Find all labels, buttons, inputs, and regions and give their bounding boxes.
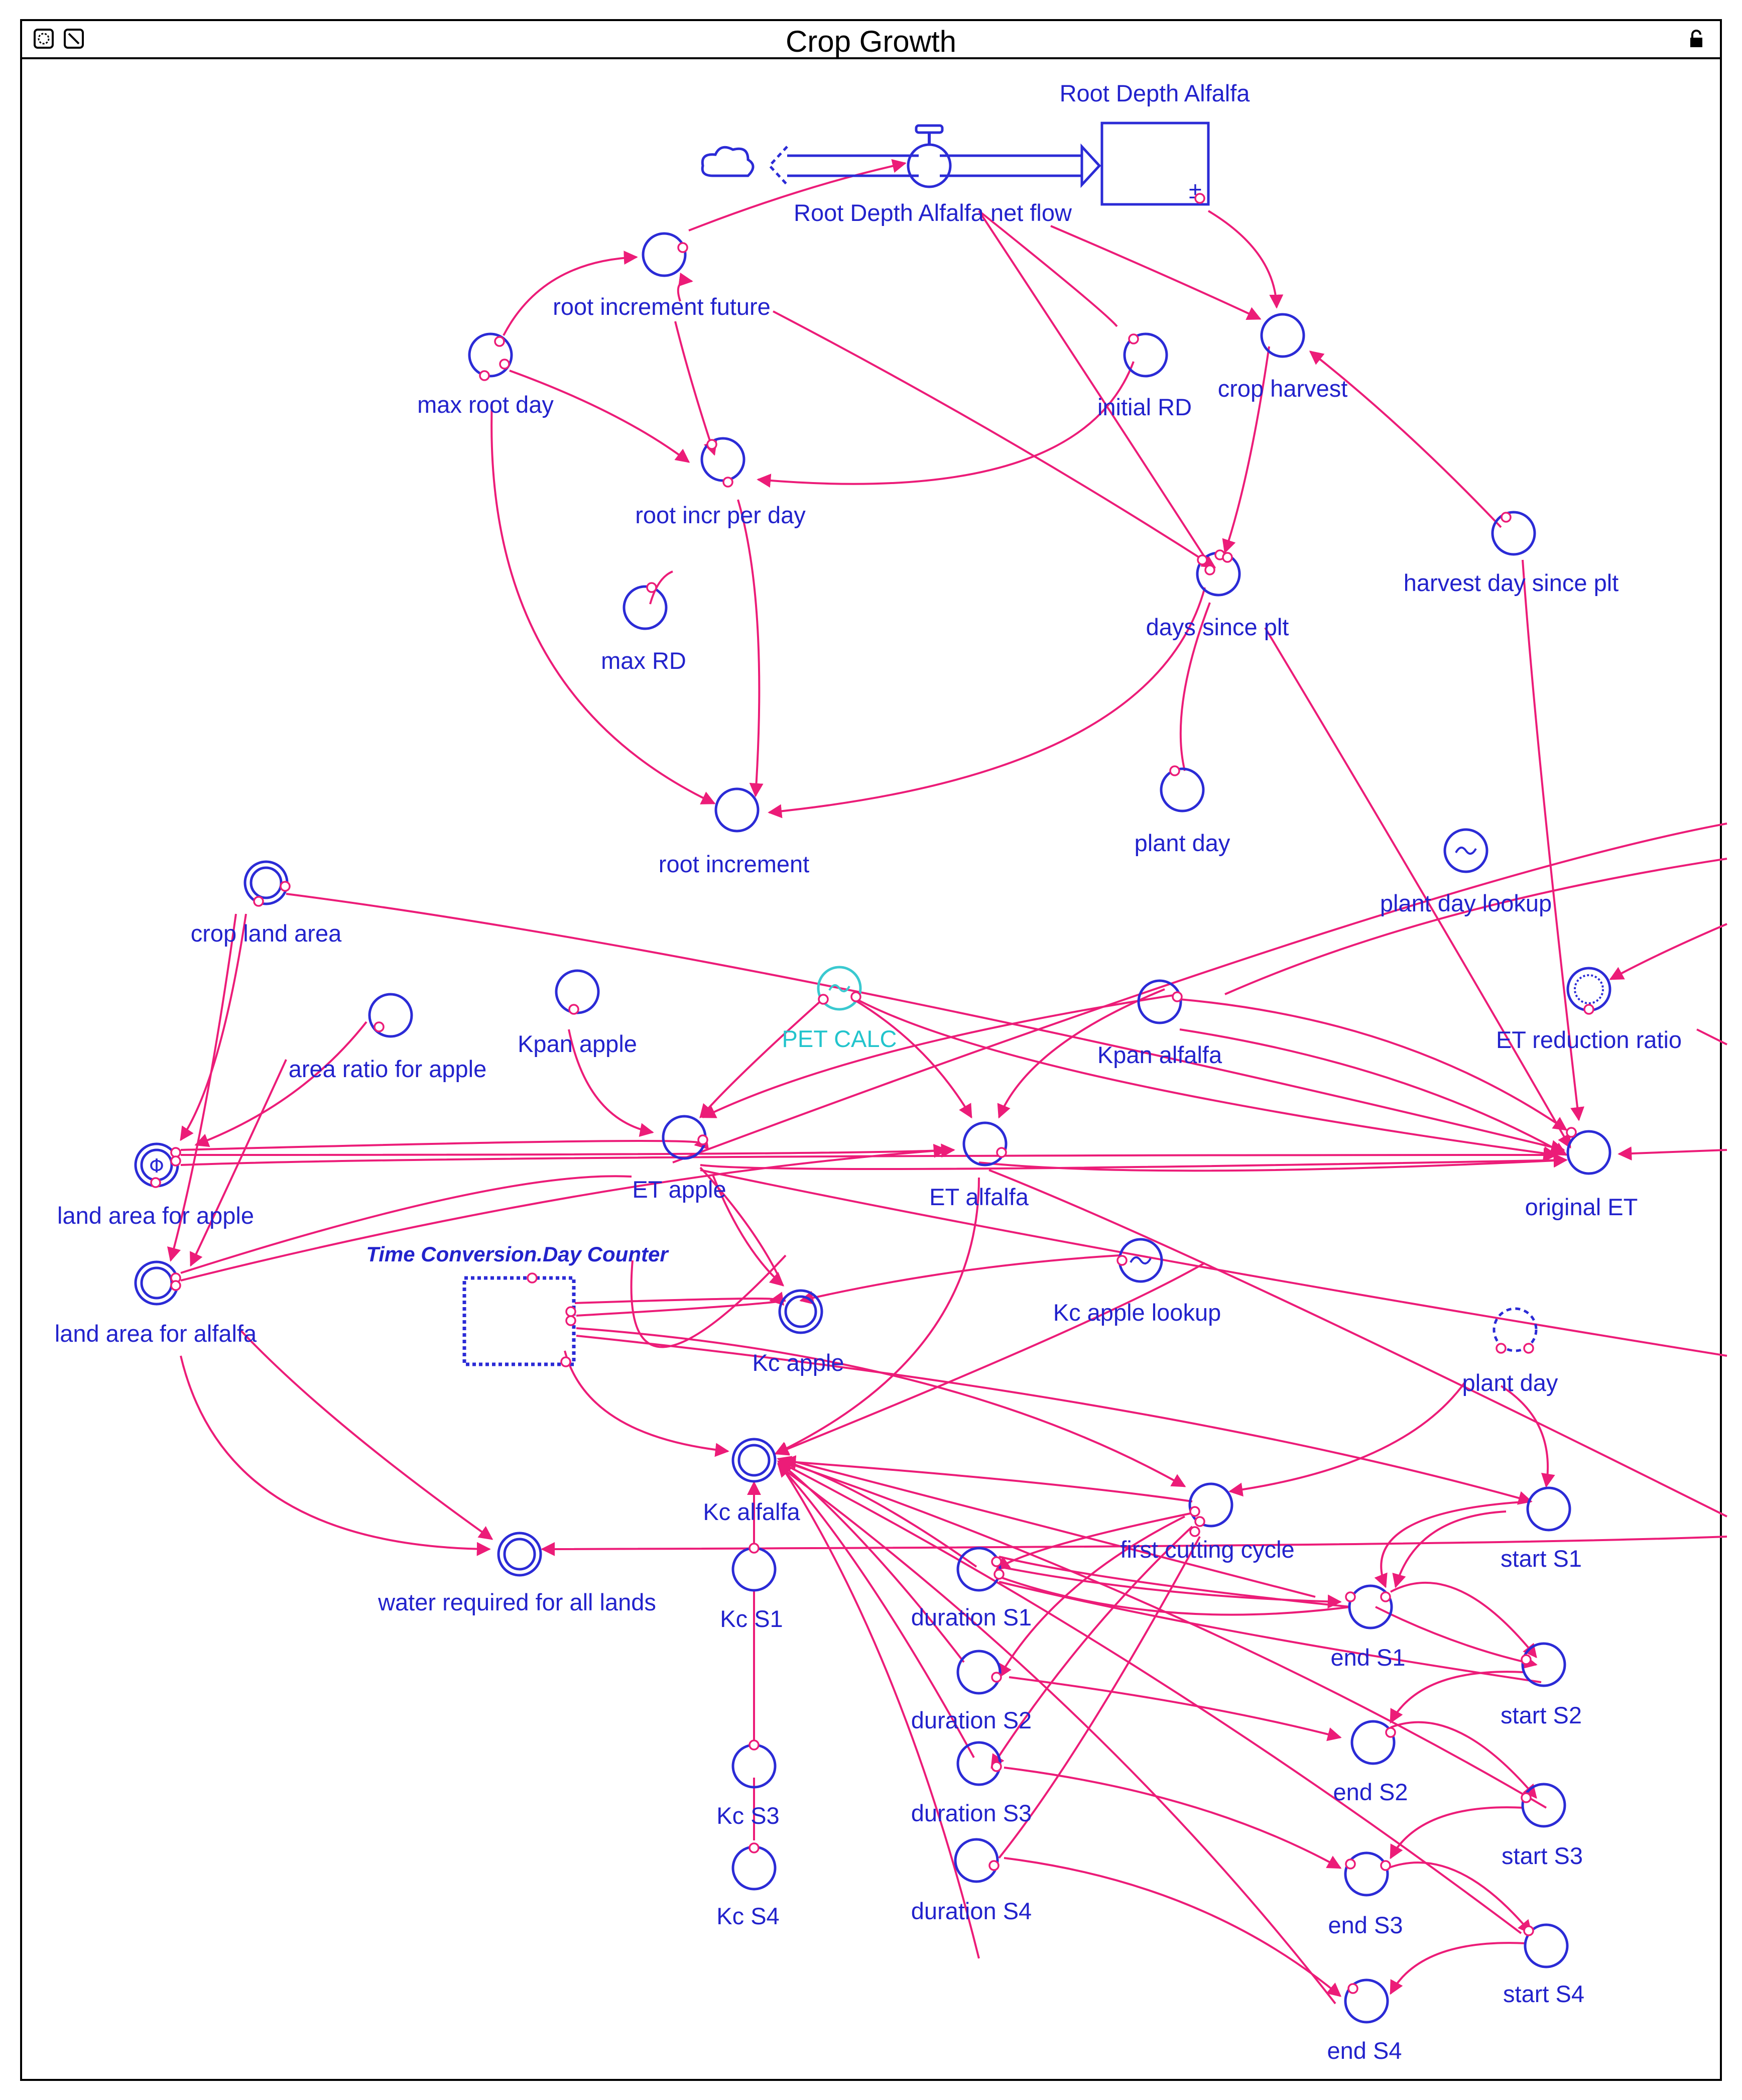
label-kpan-apple: Kpan apple [518, 1030, 637, 1057]
label-area-ratio-for-apple: area ratio for apple [289, 1056, 487, 1082]
node-kc-alfalfa[interactable] [731, 1438, 777, 1483]
label-root-increment: root increment [659, 851, 809, 877]
label-duration-s2: duration S2 [911, 1707, 1032, 1733]
node-plant-day-ghost[interactable] [1492, 1307, 1538, 1352]
node-labels: root increment future max root day root … [55, 293, 1682, 2064]
node-max-root-day[interactable] [468, 332, 513, 378]
converters: Φ [134, 232, 1611, 2024]
window-title: Crop Growth [785, 25, 957, 58]
label-pet-calc: PET CALC [782, 1025, 897, 1052]
label-land-area-for-apple: land area for apple [57, 1202, 254, 1229]
label-root-incr-per-day: root incr per day [635, 502, 806, 528]
node-duration-s2[interactable] [956, 1650, 1002, 1695]
label-days-since-plt: days since plt [1146, 614, 1289, 640]
node-plant-day[interactable] [1160, 767, 1205, 812]
label-end-s2: end S2 [1333, 1779, 1408, 1805]
label-duration-s4: duration S4 [911, 1898, 1032, 1924]
stock-root-depth-alfalfa[interactable] [1100, 122, 1210, 206]
flow-pipe [768, 143, 1101, 188]
window-titlebar: Crop Growth [22, 21, 1720, 59]
settings-icon[interactable] [33, 28, 54, 49]
cloud-source-icon [701, 146, 755, 177]
svg-text:Φ: Φ [149, 1155, 164, 1177]
node-duration-s4[interactable] [954, 1838, 999, 1883]
label-kc-apple-lookup: Kc apple lookup [1053, 1299, 1221, 1326]
node-root-increment[interactable] [714, 787, 760, 833]
label-initial-rd: initial RD [1097, 394, 1192, 420]
graph-icon [1130, 1256, 1152, 1264]
label-max-rd: max RD [601, 647, 686, 674]
label-et-apple: ET apple [632, 1176, 726, 1203]
label-plant-day-lookup: plant day lookup [1380, 890, 1552, 916]
label-harvest-day-since-plt: harvest day since plt [1404, 569, 1619, 596]
label-start-s1: start S1 [1501, 1545, 1582, 1572]
node-harvest-day-since-plt[interactable] [1491, 511, 1536, 556]
label-first-cutting-cycle: first cutting cycle [1120, 1536, 1294, 1563]
node-start-s2[interactable] [1521, 1642, 1566, 1687]
node-duration-s1[interactable] [956, 1547, 1002, 1592]
label-start-s3: start S3 [1502, 1842, 1583, 1869]
node-et-alfalfa[interactable] [962, 1121, 1008, 1166]
label-et-alfalfa: ET alfalfa [929, 1184, 1029, 1210]
node-end-s4[interactable] [1344, 1978, 1389, 2024]
node-end-s2[interactable] [1350, 1720, 1396, 1765]
node-root-increment-future[interactable] [642, 232, 687, 277]
node-start-s1[interactable] [1526, 1486, 1571, 1532]
label-plant-day-2: plant day [1462, 1369, 1558, 1396]
label-kc-s4: Kc S4 [716, 1903, 779, 1929]
label-start-s4: start S4 [1503, 1980, 1584, 2007]
node-initial-rd[interactable] [1123, 332, 1168, 378]
label-root-increment-future: root increment future [553, 293, 771, 320]
links [167, 159, 1727, 2005]
label-water-required: water required for all lands [378, 1589, 656, 1615]
node-start-s4[interactable] [1524, 1923, 1569, 1968]
label-et-reduction-ratio: ET reduction ratio [1496, 1026, 1682, 1053]
node-original-et[interactable] [1566, 1130, 1611, 1175]
flow-label: Root Depth Alfalfa net flow [794, 199, 1072, 226]
label-max-root-day: max root day [417, 391, 554, 418]
graph-icon [828, 984, 850, 992]
label-land-area-for-alfalfa: land area for alfalfa [55, 1320, 257, 1347]
node-crop-harvest[interactable] [1260, 313, 1305, 358]
node-pet-calc[interactable] [817, 966, 862, 1011]
label-crop-land-area: crop land area [191, 920, 342, 947]
node-kc-apple[interactable] [778, 1289, 823, 1334]
node-area-ratio-for-apple[interactable] [368, 993, 413, 1038]
node-plant-day-lookup[interactable] [1443, 828, 1488, 873]
label-kc-apple: Kc apple [753, 1349, 844, 1376]
flow-valve[interactable] [907, 124, 952, 188]
node-max-rd[interactable] [623, 585, 668, 630]
ghost-label: Time Conversion.Day Counter [366, 1242, 669, 1266]
node-kc-s1[interactable] [731, 1547, 777, 1592]
node-first-cutting-cycle[interactable] [1188, 1482, 1233, 1528]
ghost-time-conversion[interactable] [462, 1276, 576, 1366]
node-water-required[interactable] [497, 1532, 542, 1577]
label-duration-s1: duration S1 [911, 1604, 1032, 1630]
label-end-s3: end S3 [1328, 1912, 1403, 1938]
node-kpan-alfalfa[interactable] [1137, 979, 1182, 1024]
node-end-s1[interactable] [1348, 1584, 1393, 1629]
label-kc-alfalfa: Kc alfalfa [703, 1498, 800, 1525]
connector-hooks [150, 193, 1594, 1994]
label-original-et: original ET [1525, 1194, 1638, 1220]
label-end-s4: end S4 [1327, 2037, 1402, 2064]
collapse-icon[interactable] [63, 28, 84, 49]
label-kpan-alfalfa: Kpan alfalfa [1097, 1041, 1222, 1068]
node-end-s3[interactable] [1344, 1851, 1389, 1897]
stock-label: Root Depth Alfalfa [1060, 80, 1251, 106]
label-duration-s3: duration S3 [911, 1800, 1032, 1826]
label-start-s2: start S2 [1501, 1702, 1582, 1728]
label-kc-s3: Kc S3 [716, 1802, 779, 1829]
graph-icon [1455, 847, 1477, 855]
label-kc-s1: Kc S1 [720, 1605, 783, 1632]
label-end-s1: end S1 [1331, 1644, 1406, 1671]
label-crop-harvest: crop harvest [1218, 375, 1348, 402]
lock-icon[interactable] [1686, 28, 1707, 49]
label-plant-day: plant day [1135, 830, 1230, 856]
node-start-s3[interactable] [1521, 1783, 1566, 1828]
